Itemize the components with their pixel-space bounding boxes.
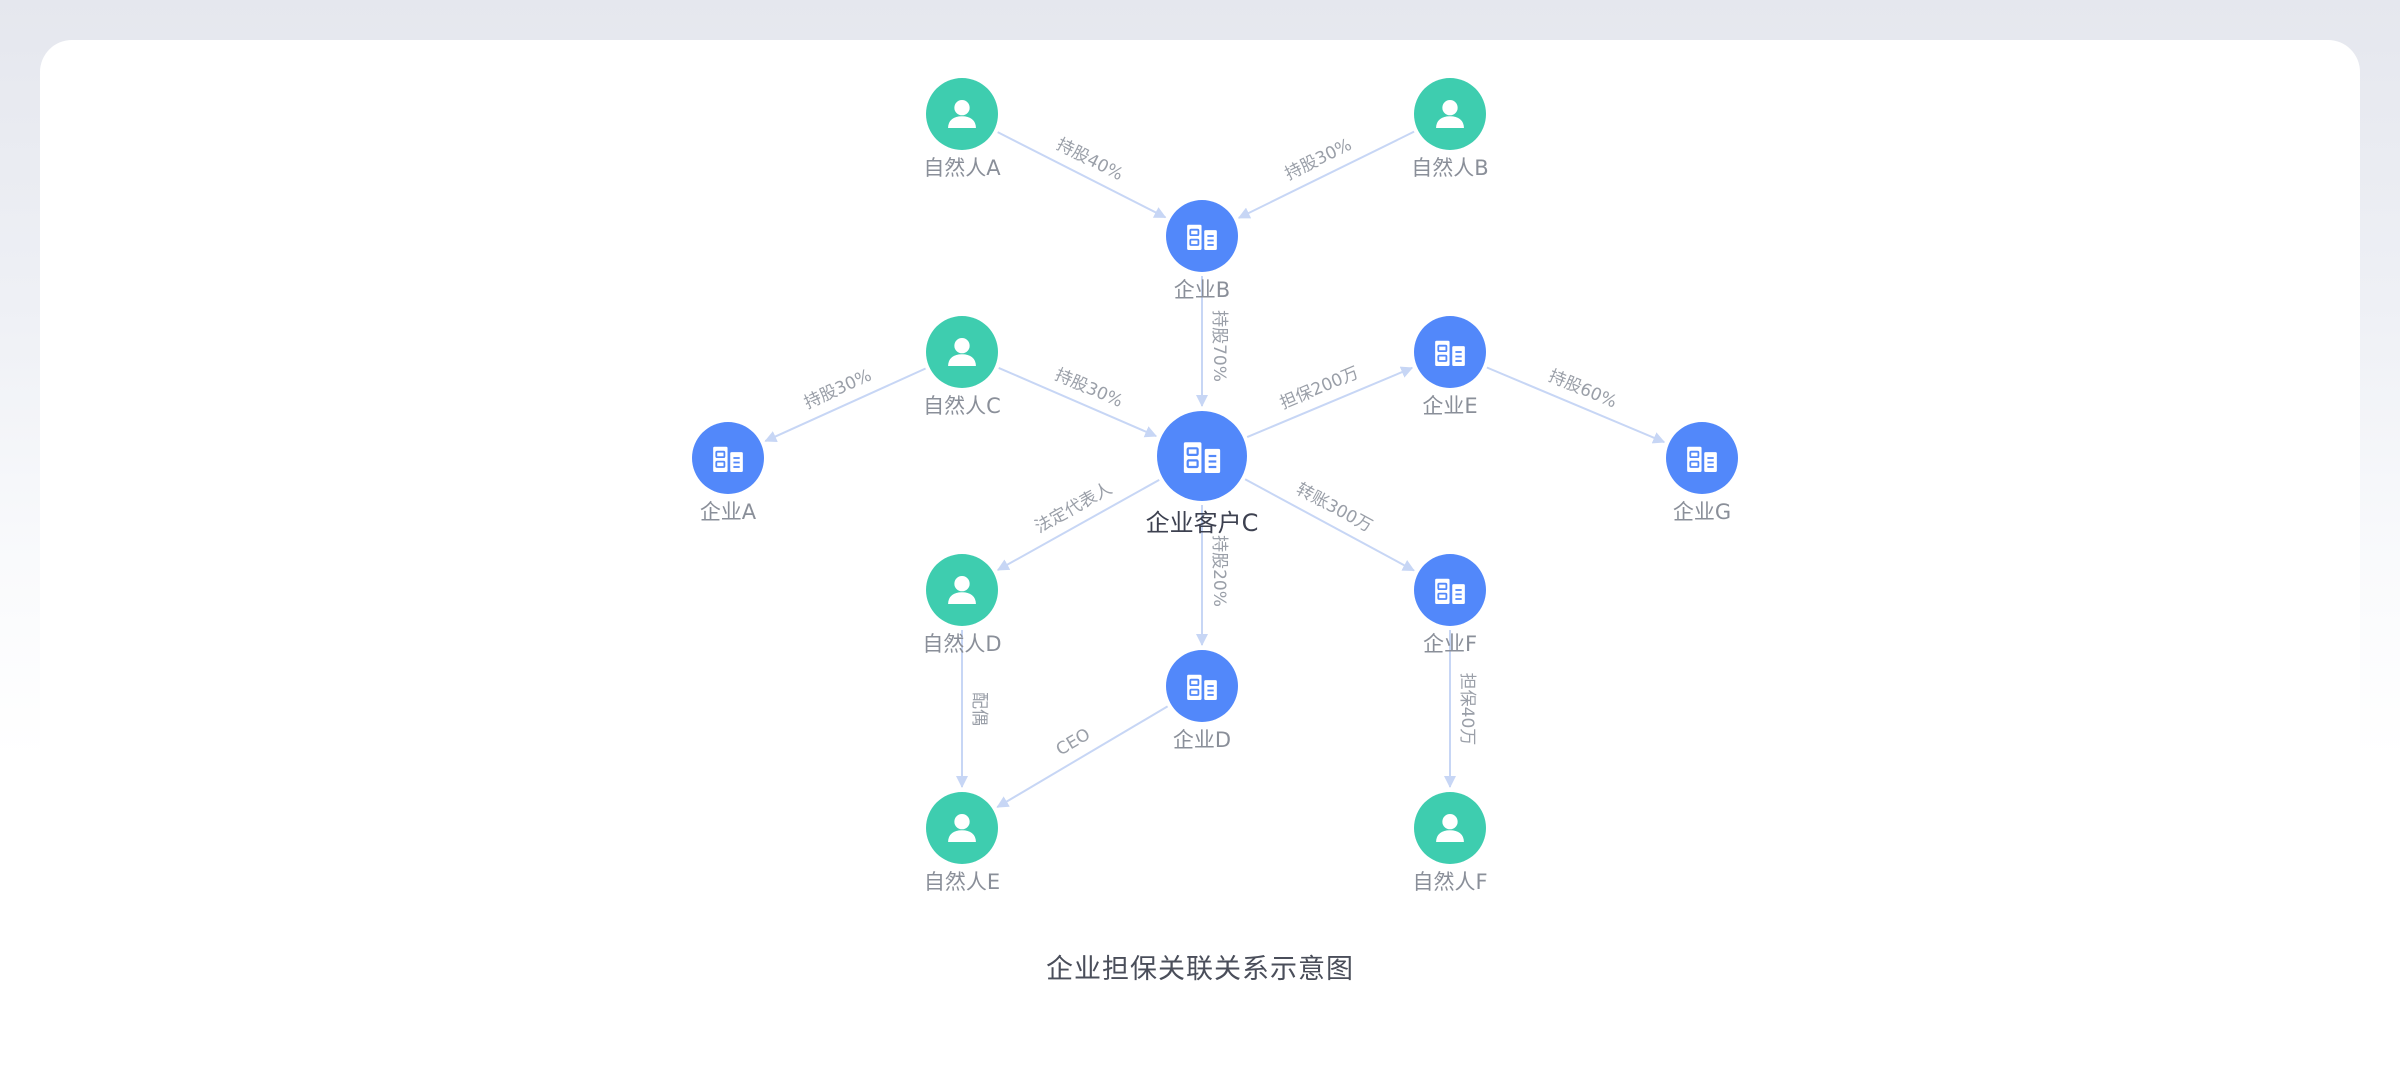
node-label: 企业客户C: [1146, 509, 1259, 537]
edge-label: 持股20%: [1209, 535, 1229, 607]
edge-cd-to-pe: [996, 705, 1169, 808]
node-label: 企业F: [1423, 632, 1477, 656]
edge-ce-to-cg: [1486, 366, 1666, 444]
node-cb[interactable]: 企业B: [1166, 200, 1238, 302]
node-label: 自然人D: [922, 632, 1001, 656]
edge-label: 持股30%: [801, 366, 875, 414]
edge-label: 持股60%: [1546, 366, 1620, 412]
node-pd[interactable]: 自然人D: [922, 554, 1002, 656]
node-label: 企业D: [1173, 728, 1231, 752]
node-main[interactable]: 企业客户C: [1146, 411, 1259, 537]
node-label: 企业G: [1673, 500, 1731, 524]
node-label: 企业A: [700, 500, 757, 524]
node-pc[interactable]: 自然人C: [923, 316, 1001, 418]
edge-label: 配偶: [969, 692, 989, 726]
node-label: 自然人B: [1411, 156, 1488, 180]
edge-label: 持股40%: [1053, 135, 1126, 185]
edge-pb-to-cb: [1237, 130, 1415, 219]
edge-label: 持股30%: [1052, 365, 1126, 412]
edge-label: 担保40万: [1457, 673, 1477, 746]
node-label: 企业E: [1422, 394, 1477, 418]
node-label: 自然人E: [924, 870, 1000, 894]
node-label: 自然人F: [1412, 870, 1487, 894]
nodes-layer: 自然人A 自然人B 企业B 自然人C 企业E 企业A 企业客户C 企业G 自然人D 企业F 企业D 自…: [692, 78, 1738, 894]
edge-main-to-cf: [1244, 478, 1415, 572]
node-pf[interactable]: 自然人F: [1412, 792, 1488, 894]
edge-label: 持股70%: [1209, 310, 1229, 382]
node-cd[interactable]: 企业D: [1166, 650, 1238, 752]
diagram-caption: 企业担保关联关系示意图: [1046, 954, 1354, 985]
node-ce[interactable]: 企业E: [1414, 316, 1486, 418]
edge-pc-to-main: [998, 366, 1158, 438]
edge-main-to-pd: [996, 479, 1160, 571]
node-ca[interactable]: 企业A: [692, 422, 764, 524]
node-pa[interactable]: 自然人A: [923, 78, 1001, 180]
node-label: 自然人C: [923, 394, 1001, 418]
node-pb[interactable]: 自然人B: [1411, 78, 1489, 180]
edge-pa-to-cb: [997, 131, 1167, 219]
edge-main-to-ce: [1246, 366, 1414, 438]
node-label: 企业B: [1174, 278, 1230, 302]
node-cf[interactable]: 企业F: [1414, 554, 1486, 656]
node-label: 自然人A: [923, 156, 1001, 180]
node-cg[interactable]: 企业G: [1666, 422, 1738, 524]
edge-pc-to-ca: [764, 367, 926, 443]
edge-label: CEO: [1053, 725, 1094, 761]
node-pe[interactable]: 自然人E: [924, 792, 1000, 894]
edge-label: 持股30%: [1282, 135, 1355, 185]
